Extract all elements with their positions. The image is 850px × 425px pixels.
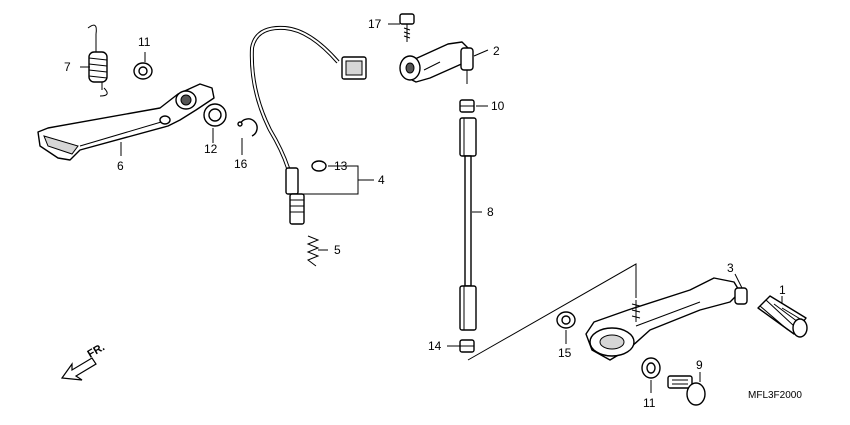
callout-11-top: 11: [138, 35, 151, 49]
return-spring: [87, 24, 108, 97]
snap-ring: [237, 118, 258, 137]
gearshift-arm: [399, 41, 474, 84]
foot-peg-rubber: [757, 295, 808, 338]
callout-17: 17: [368, 17, 382, 31]
washer-11-bottom: [641, 357, 661, 379]
gearshift-pedal: [585, 277, 748, 361]
callout-9: 9: [696, 358, 703, 372]
callout-7: 7: [64, 60, 71, 74]
front-direction-arrow-icon: FR.: [60, 341, 107, 381]
callout-8: 8: [487, 205, 494, 219]
washer-15: [556, 311, 576, 329]
brake-pedal: [37, 83, 215, 161]
callout-2: 2: [493, 44, 500, 58]
brake-switch: [249, 25, 367, 225]
oil-seal: [203, 103, 227, 127]
callout-3: 3: [727, 261, 734, 275]
callout-11-bottom: 11: [643, 396, 656, 410]
callout-6: 6: [117, 159, 124, 173]
pivot-bolt-9: [667, 375, 706, 406]
switch-spring: [306, 235, 320, 267]
callout-4: 4: [378, 173, 385, 187]
callout-14: 14: [428, 339, 442, 353]
direction-label: FR.: [86, 341, 107, 360]
callout-1: 1: [779, 283, 786, 297]
callout-13: 13: [334, 159, 348, 173]
washer-11-top: [133, 62, 153, 80]
callout-15: 15: [558, 346, 572, 360]
nut-14: [459, 339, 475, 353]
leader-lines: [80, 23, 783, 393]
callout-12: 12: [204, 142, 218, 156]
callout-10: 10: [491, 99, 505, 113]
bolt-17: [399, 13, 415, 42]
callout-5: 5: [334, 243, 341, 257]
callout-16: 16: [234, 157, 248, 171]
part-code: MFL3F2000: [748, 390, 802, 401]
gearshift-tie-rod: [459, 117, 477, 331]
nut-10: [459, 99, 475, 113]
